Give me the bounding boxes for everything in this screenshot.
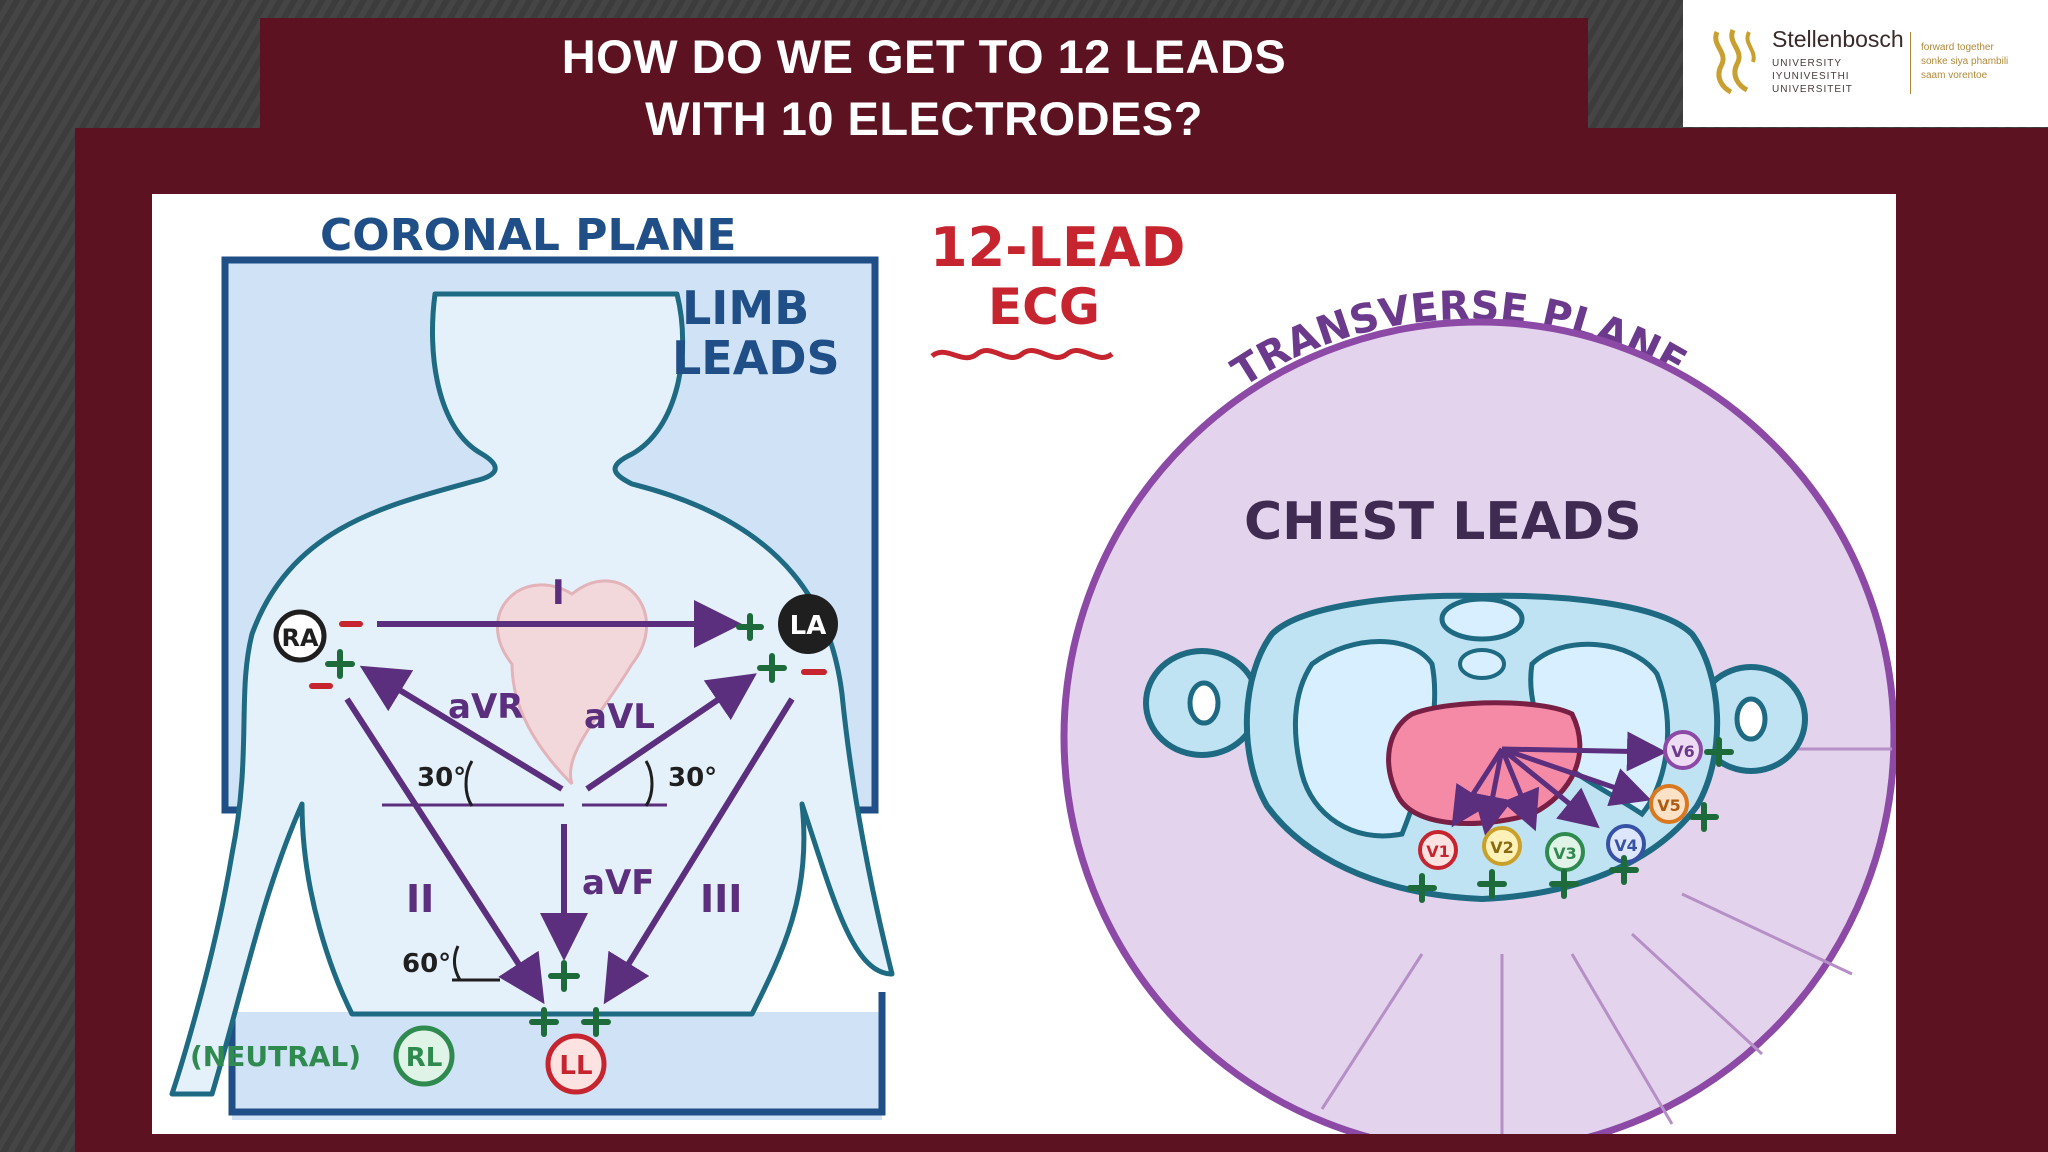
electrode-ra-label: RA xyxy=(281,624,318,652)
limb-label: LIMB xyxy=(682,281,809,335)
electrode-la-label: LA xyxy=(790,611,827,641)
electrode-la: LA xyxy=(778,594,838,654)
university-crest-icon xyxy=(1713,29,1756,95)
electrode-ll: LL xyxy=(545,1033,607,1095)
electrode-v2: V2 xyxy=(1482,826,1522,866)
lead-avr-label: aVR xyxy=(448,687,523,727)
logo-tagline-1: forward together xyxy=(1921,42,1994,53)
slide-title-line1: HOW DO WE GET TO 12 LEADS xyxy=(561,30,1287,83)
logo-tagline-3: saam vorentoe xyxy=(1921,70,1988,81)
lead-avl-arrow xyxy=(585,673,757,792)
electrode-v3: V3 xyxy=(1545,832,1585,872)
ecg-squiggle xyxy=(930,348,1114,361)
esophagus-icon xyxy=(1458,648,1506,680)
electrode-v5: V5 xyxy=(1649,784,1689,824)
university-logo: Stellenbosch UNIVERSITY IYUNIVESITHI UNI… xyxy=(1683,0,2048,127)
ecg-heading-line1: 12-LEAD xyxy=(930,216,1185,279)
chest-leads-label: CHEST LEADS xyxy=(1244,492,1642,552)
ecg-heading-line2: ECG xyxy=(988,278,1100,336)
left-arm-section xyxy=(1143,648,1261,758)
lead-i-label: I xyxy=(552,573,565,613)
chest-lead-arrows xyxy=(1451,731,1667,836)
logo-sub-3: UNIVERSITEIT xyxy=(1772,84,1853,95)
electrode-v2-label: V2 xyxy=(1490,838,1514,857)
vertebra-icon xyxy=(1439,596,1525,642)
electrode-v3-label: V3 xyxy=(1553,844,1577,863)
logo-name: Stellenbosch xyxy=(1772,26,1904,52)
electrode-v1-label: V1 xyxy=(1426,842,1450,861)
angle-right-30: 30° xyxy=(668,763,717,793)
logo-divider xyxy=(1910,32,1911,94)
leads-label: LEADS xyxy=(672,331,840,385)
right-arm-section xyxy=(1694,664,1808,774)
lead-ii-label: II xyxy=(406,877,434,921)
angle-left-30: 30° xyxy=(417,763,466,793)
electrode-v6: V6 xyxy=(1663,730,1703,770)
ecg-diagram: CORONAL PLANE LIMB LEADS I aVR aVL aVF I… xyxy=(169,210,1898,1152)
logo-tagline-2: sonke siya phambili xyxy=(1921,56,2009,67)
chest-positive-signs xyxy=(1407,737,1734,903)
coronal-plane-title: CORONAL PLANE xyxy=(320,210,736,261)
electrode-rl: RL xyxy=(393,1025,455,1087)
electrode-ll-label: LL xyxy=(559,1051,592,1081)
title-banner xyxy=(260,18,1588,146)
lead-avf-label: aVF xyxy=(582,863,654,903)
angle-60: 60° xyxy=(402,949,451,979)
electrode-ra: RA xyxy=(273,609,327,663)
lead-ii-arrow xyxy=(344,697,545,1005)
ecg-diagram-card: CORONAL PLANE LIMB LEADS I aVR aVL aVF I… xyxy=(152,194,1898,1152)
electrode-v4-label: V4 xyxy=(1614,836,1638,855)
neutral-label: (NEUTRAL) xyxy=(190,1040,361,1073)
lead-iii-arrow xyxy=(603,697,795,1005)
slide-title: HOW DO WE GET TO 12 LEADS WITH 10 ELECTR… xyxy=(260,26,1588,150)
lead-avr-arrow xyxy=(359,665,564,792)
slide-title-line2: WITH 10 ELECTRODES? xyxy=(645,92,1203,145)
electrode-v1: V1 xyxy=(1418,830,1458,870)
electrode-v6-label: V6 xyxy=(1671,742,1695,761)
lead-avl-label: aVL xyxy=(584,697,655,737)
limb-leads-box-outline-lower xyxy=(228,992,886,1116)
electrode-rl-label: RL xyxy=(406,1043,443,1073)
logo-sub-1: UNIVERSITY xyxy=(1772,58,1843,69)
logo-sub-2: IYUNIVESITHI xyxy=(1772,71,1850,82)
heart-icon xyxy=(496,579,649,786)
electrode-v5-label: V5 xyxy=(1657,796,1681,815)
lead-iii-label: III xyxy=(700,877,742,921)
